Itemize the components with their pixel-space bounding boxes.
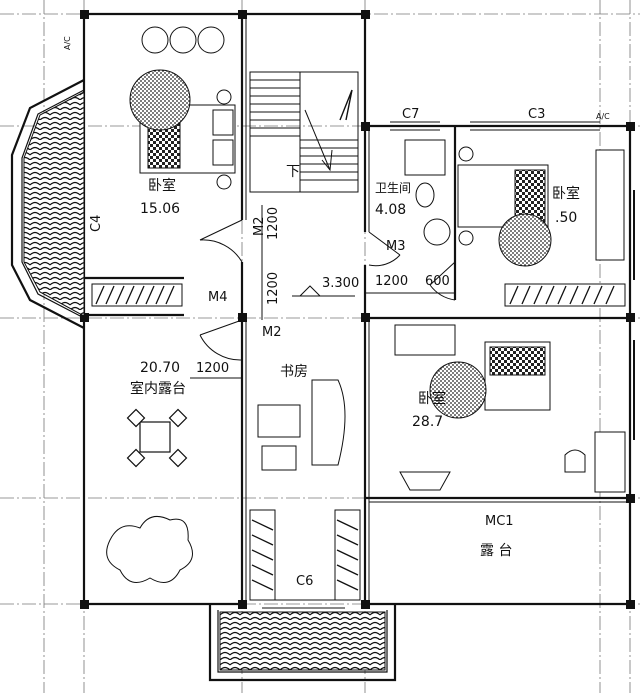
label-c6: C6 — [296, 574, 313, 589]
windows — [262, 121, 635, 609]
dimension-lines — [190, 205, 455, 379]
room-area-bedroom-ne: .50 — [555, 210, 577, 226]
bay-roof-tiles — [23, 91, 85, 317]
staircase — [249, 71, 359, 193]
dining-set — [126, 408, 188, 468]
room-area-indoor-terrace: 20.70 — [140, 360, 180, 376]
columns — [80, 10, 635, 609]
label-m4: M4 — [208, 290, 228, 305]
label-c7: C7 — [402, 107, 419, 122]
room-name-bedroom-se: 卧室 — [418, 390, 446, 407]
label-mc1: MC1 — [485, 514, 514, 529]
plant-shape — [106, 515, 193, 583]
bed-ne — [457, 146, 625, 267]
doors — [199, 219, 456, 361]
dim-horiz-600: 600 — [425, 274, 450, 289]
tag-labels: C4 C7 C3 C6 M2 M2 M3 M4 MC1 A/C A/C 3.30… — [63, 36, 610, 589]
bed-se — [394, 324, 626, 493]
label-m2-lower: M2 — [262, 325, 282, 340]
label-m3: M3 — [386, 239, 406, 254]
dim-vertical-lower: 1200 — [266, 272, 281, 305]
room-area-bedroom-nw: 15.06 — [140, 201, 180, 217]
balcony-roof-tiles — [219, 611, 386, 671]
room-name-terrace: 露 台 — [480, 543, 512, 559]
dim-indoor-1200: 1200 — [196, 361, 229, 376]
label-c4: C4 — [89, 215, 104, 232]
room-name-study: 书房 — [280, 364, 308, 380]
dim-vertical-upper: 1200 — [266, 207, 281, 240]
wardrobe-hatching — [95, 285, 615, 591]
room-name-bedroom-nw: 卧室 — [148, 177, 176, 194]
label-ac-right: A/C — [596, 112, 610, 121]
label-ac-left: A/C — [63, 36, 72, 50]
dimension-labels: 1200 1200 1200 600 1200 — [196, 207, 450, 376]
bed-nw — [129, 26, 236, 190]
bath-fixtures — [404, 139, 451, 246]
study-desk — [257, 379, 346, 471]
room-area-bedroom-se: 28.7 — [412, 414, 443, 430]
dim-horiz-1200: 1200 — [375, 274, 408, 289]
room-name-indoor-terrace: 室内露台 — [130, 380, 186, 397]
label-elevation: 3.300 — [322, 276, 359, 291]
room-name-bedroom-ne: 卧室 — [552, 185, 580, 202]
room-name-bath: 卫生间 — [375, 181, 411, 195]
room-area-bath: 4.08 — [375, 202, 406, 218]
stair-down-label: 下 — [286, 164, 300, 180]
label-c3: C3 — [528, 107, 545, 122]
room-labels: 卧室 15.06 卫生间 4.08 卧室 .50 20.70 室内露台 书房 卧… — [130, 177, 580, 559]
label-m2-upper: M2 — [252, 217, 267, 237]
